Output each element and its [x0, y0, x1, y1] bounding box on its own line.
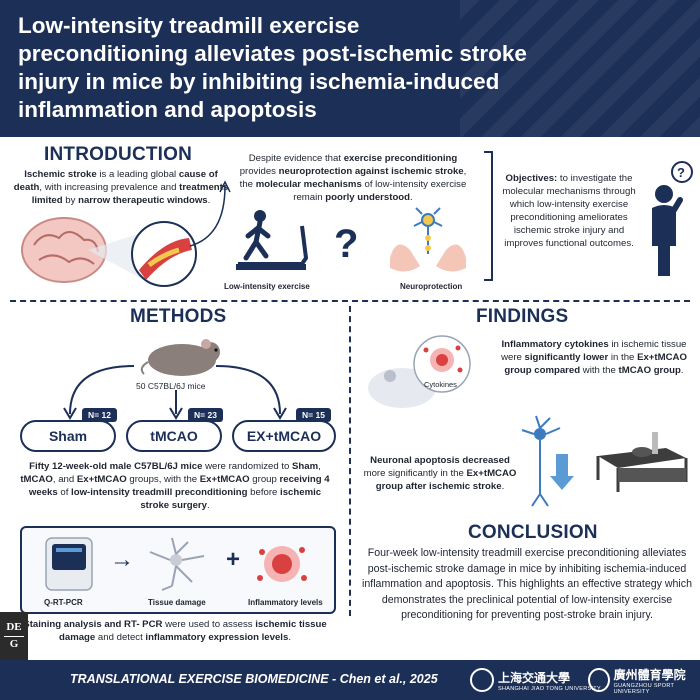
conclusion-text: Four-week low-intensity treadmill exerci… — [362, 547, 692, 621]
neuroprotection-label: Neuroprotection — [400, 282, 463, 291]
pcr-machine-icon — [45, 537, 93, 591]
thinking-person-icon: ? — [652, 161, 693, 276]
header-decoration — [460, 0, 700, 137]
sjtu-logo: 上海交通大學 SHANGHAI JIAO TONG UNIVERSITY — [470, 666, 601, 694]
mice-label: 50 C57BL/6J mice — [136, 381, 206, 391]
cytokines-label: Cytokines — [424, 380, 457, 389]
introduction-text: Ischemic stroke is a leading global caus… — [13, 169, 229, 206]
brain-illustration — [21, 217, 197, 287]
findings-title: FINDINGS — [476, 306, 569, 327]
group-ex-tmcao: EX+tMCAO — [232, 420, 336, 452]
neuron-tissue-icon — [149, 537, 205, 591]
objectives-text: Objectives: to investigate the molecular… — [502, 173, 636, 249]
section-divider-horizontal — [10, 300, 690, 302]
group-sham: Sham — [20, 420, 116, 452]
assay-panel: Q-RT-PCR → Tissue damage + Inflammatory … — [20, 526, 336, 614]
title-line: preconditioning alleviates post-ischemic… — [18, 41, 527, 66]
title-line: inflammation and apoptosis — [18, 97, 317, 122]
group-ex-tmcao-n: N= 15 — [296, 408, 331, 422]
bracket-decoration — [484, 151, 493, 281]
group-sham-n: N= 12 — [82, 408, 117, 422]
flow-arrow-icon — [189, 180, 231, 247]
staining-text: Staining analysis and RT- PCR were used … — [23, 619, 327, 643]
treadmill-mouse-icon — [596, 432, 688, 492]
methods-description: Fifty 12-week-old male C57BL/6J mice wer… — [20, 461, 330, 511]
neuron-decrease-icon — [521, 415, 574, 507]
title-line: Low-intensity treadmill exercise — [18, 13, 360, 38]
question-mark-icon: ? — [334, 222, 359, 266]
arrow-right-icon: → — [110, 546, 134, 573]
conclusion-title: CONCLUSION — [468, 522, 598, 543]
cytokine-mouse-illustration — [368, 335, 471, 408]
group-tmcao-n: N= 23 — [188, 408, 223, 422]
group-split-arrows — [63, 365, 287, 420]
evidence-text: Despite evidence that exercise precondit… — [239, 153, 467, 203]
publisher-logo: DE G — [0, 612, 28, 660]
mouse-icon — [140, 339, 220, 376]
footer-bar: TRANSLATIONAL EXERCISE BIOMEDICINE - Che… — [0, 660, 700, 700]
inflammation-icon — [257, 546, 307, 582]
introduction-title: INTRODUCTION — [44, 144, 193, 165]
cytokines-finding-text: Inflammatory cytokines in ischemic tissu… — [501, 339, 687, 376]
header-banner: Low-intensity treadmill exercise precond… — [0, 0, 700, 137]
plus-icon: + — [226, 546, 241, 573]
title-line: injury in mice by inhibiting ischemia-in… — [18, 69, 500, 94]
sjtu-seal-icon — [470, 668, 494, 692]
methods-title: METHODS — [130, 306, 227, 327]
svg-text:?: ? — [677, 165, 685, 180]
apoptosis-finding-text: Neuronal apoptosis decreased more signif… — [363, 455, 517, 492]
gsu-seal-icon — [588, 668, 610, 692]
page-title: Low-intensity treadmill exercise precond… — [18, 12, 678, 124]
treadmill-runner-icon — [236, 210, 309, 270]
assay-label-pcr: Q-RT-PCR — [44, 598, 83, 607]
assay-label-inflammation: Inflammatory levels — [248, 598, 323, 607]
neuroprotection-icon — [390, 207, 466, 272]
gsu-logo: 廣州體育學院 GUANGZHOU SPORT UNIVERSITY — [588, 666, 700, 695]
citation: TRANSLATIONAL EXERCISE BIOMEDICINE - Che… — [70, 672, 438, 686]
low-intensity-label: Low-intensity exercise — [224, 282, 310, 291]
section-divider-vertical — [349, 306, 351, 616]
group-tmcao: tMCAO — [126, 420, 222, 452]
assay-label-tissue: Tissue damage — [148, 598, 206, 607]
